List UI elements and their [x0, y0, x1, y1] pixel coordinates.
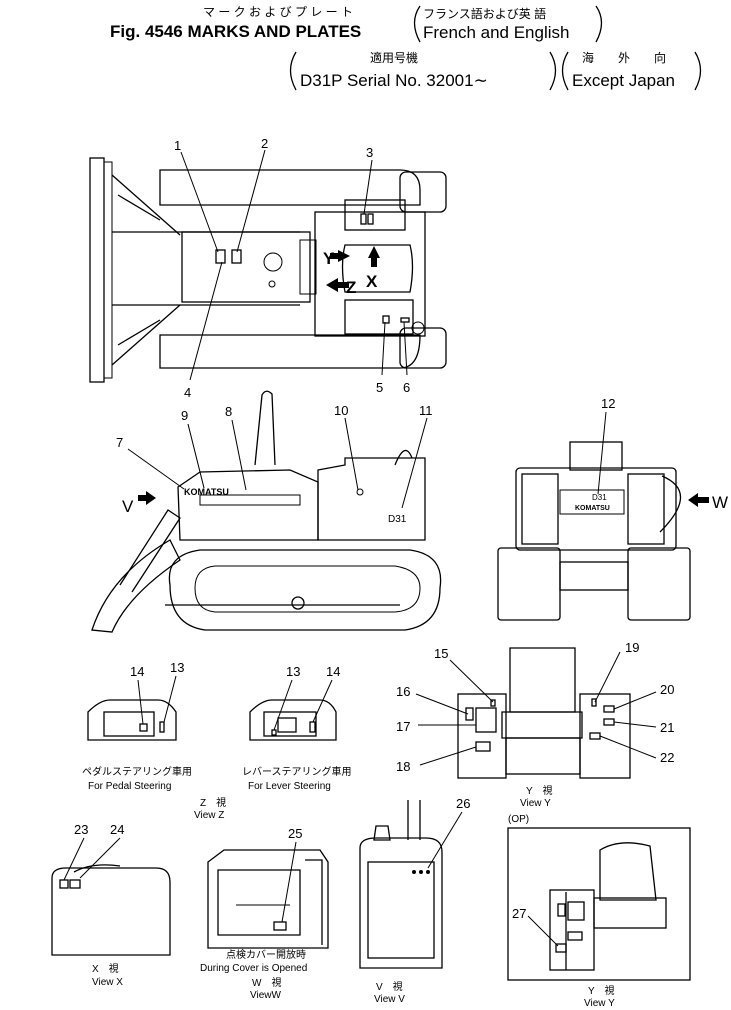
optional-label: (OP)	[508, 814, 529, 825]
callout-6: 6	[403, 380, 410, 395]
jp-language: フランス語および英 語	[423, 6, 546, 21]
callout-23: 23	[74, 822, 88, 837]
callout-20: 20	[660, 682, 674, 697]
callout-3: 3	[366, 145, 373, 160]
callout-2: 2	[261, 136, 268, 151]
rear-view-drawing	[497, 441, 709, 621]
d31-side-mark: D31	[388, 514, 407, 525]
view-w-jp: W 視	[252, 976, 281, 989]
serial-number: D31P Serial No. 32001∼	[300, 71, 488, 90]
view-y-caption: View Y	[520, 798, 551, 809]
view-z-pedal	[87, 699, 177, 741]
view-y2-jp: Y 視	[588, 984, 615, 997]
callout-10: 10	[334, 403, 348, 418]
callout-16: 16	[396, 684, 410, 699]
callout-17: 17	[396, 719, 410, 734]
callout-7: 7	[116, 435, 123, 450]
callout-25: 25	[288, 826, 302, 841]
d31-rear-mark: D31	[592, 493, 607, 502]
view-v-drawing	[359, 800, 443, 969]
language-note: French and English	[423, 23, 569, 42]
view-w-caption: ViewW	[250, 990, 281, 1001]
callout-18: 18	[396, 759, 410, 774]
view-y-optional-drawing	[507, 827, 691, 981]
callout-1: 1	[174, 138, 181, 153]
jp-overseas: 海 外 向	[582, 50, 666, 65]
pedal-caption: For Pedal Steering	[88, 781, 171, 792]
pedal-jp-caption: ペダルステアリング車用	[82, 765, 192, 778]
callout-14-pedal: 14	[130, 664, 144, 679]
except-japan: Except Japan	[572, 71, 675, 90]
callout-13-pedal: 13	[170, 660, 184, 675]
view-z-jp: Z 視	[200, 796, 226, 809]
view-y2-caption: View Y	[584, 998, 615, 1009]
callout-21: 21	[660, 720, 674, 735]
callout-14-lever: 14	[326, 664, 340, 679]
lever-caption: For Lever Steering	[248, 781, 331, 792]
view-w-drawing	[207, 849, 329, 949]
callout-12: 12	[601, 396, 615, 411]
view-z-lever	[249, 699, 337, 741]
view-v-marker: V	[122, 497, 134, 516]
view-v-caption: View V	[374, 994, 405, 1005]
jp-applicable: 適用号機	[370, 50, 418, 65]
jp-title: マ ー ク お よ び プ レ ー ト	[203, 5, 353, 19]
callout-9: 9	[181, 408, 188, 423]
view-x-marker: X	[366, 272, 378, 291]
view-x-drawing	[51, 864, 171, 956]
callout-13-lever: 13	[286, 664, 300, 679]
callout-11: 11	[419, 403, 433, 418]
view-v-jp: V 視	[376, 980, 403, 993]
view-z-caption: View Z	[194, 810, 224, 821]
callout-19: 19	[625, 640, 639, 655]
view-x-jp: X 視	[92, 962, 119, 975]
komatsu-rear-logo: KOMATSU	[575, 505, 610, 512]
top-view-drawing	[89, 157, 447, 383]
view-z-marker: Z	[346, 278, 356, 297]
komatsu-side-logo: KOMATSU	[184, 487, 229, 497]
side-view-drawing	[91, 390, 442, 633]
cover-jp-caption: 点検カバー開放時	[226, 948, 306, 961]
callout-5: 5	[376, 380, 383, 395]
view-y-jp: Y 視	[526, 784, 553, 797]
view-x-caption: View X	[92, 977, 123, 988]
callout-22: 22	[660, 750, 674, 765]
callout-15: 15	[434, 646, 448, 661]
callout-8: 8	[225, 404, 232, 419]
callout-24: 24	[110, 822, 124, 837]
callout-4: 4	[184, 385, 191, 400]
view-y-marker: Y	[323, 249, 335, 268]
lever-jp-caption: レバーステアリング車用	[242, 765, 352, 778]
callout-27: 27	[512, 906, 526, 921]
cover-caption: During Cover is Opened	[200, 963, 307, 974]
callout-26: 26	[456, 796, 470, 811]
view-w-marker: W	[712, 493, 728, 512]
view-y-drawing	[457, 647, 631, 779]
figure-title: Fig. 4546 MARKS AND PLATES	[110, 22, 361, 41]
